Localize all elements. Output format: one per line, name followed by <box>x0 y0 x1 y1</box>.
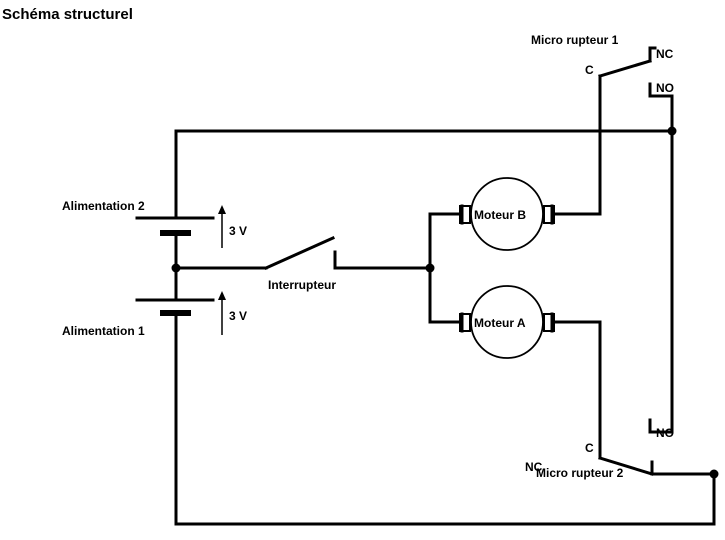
supply-2-label: Alimentation 2 <box>62 199 145 213</box>
microswitch-1-label: Micro rupteur 1 <box>531 33 619 47</box>
microswitch-2-c-label: C <box>585 441 594 455</box>
voltage-arrow-1-icon <box>218 291 226 335</box>
motor-b-label: Moteur B <box>474 208 526 222</box>
supply-1-label: Alimentation 1 <box>62 324 145 338</box>
voltage-arrow-2-icon <box>218 205 226 248</box>
motor-a-symbol <box>459 285 555 359</box>
motor-a-label: Moteur A <box>474 316 526 330</box>
battery-2-symbol <box>135 216 215 270</box>
junction-dots <box>171 126 719 479</box>
voltage-2-label: 3 V <box>229 224 247 238</box>
microswitch-2-label: Micro rupteur 2 <box>536 466 624 480</box>
microswitch-2-no-label: NO <box>656 426 674 440</box>
wiring <box>174 74 716 526</box>
microswitch-1-c-label: C <box>585 63 594 77</box>
microswitch-1-no-label: NO <box>656 81 674 95</box>
switch-symbol <box>264 236 335 270</box>
voltage-1-label: 3 V <box>229 309 247 323</box>
microswitch-2-nc-label: NC <box>525 460 543 474</box>
microswitch-2-symbol <box>598 410 674 476</box>
switch-label: Interrupteur <box>268 278 336 292</box>
page-title: Schéma structurel <box>2 6 133 23</box>
battery-1-symbol <box>135 266 215 316</box>
microswitch-1-nc-label: NC <box>656 47 674 61</box>
motor-b-symbol <box>459 177 555 251</box>
microswitch-1-symbol <box>598 46 674 98</box>
